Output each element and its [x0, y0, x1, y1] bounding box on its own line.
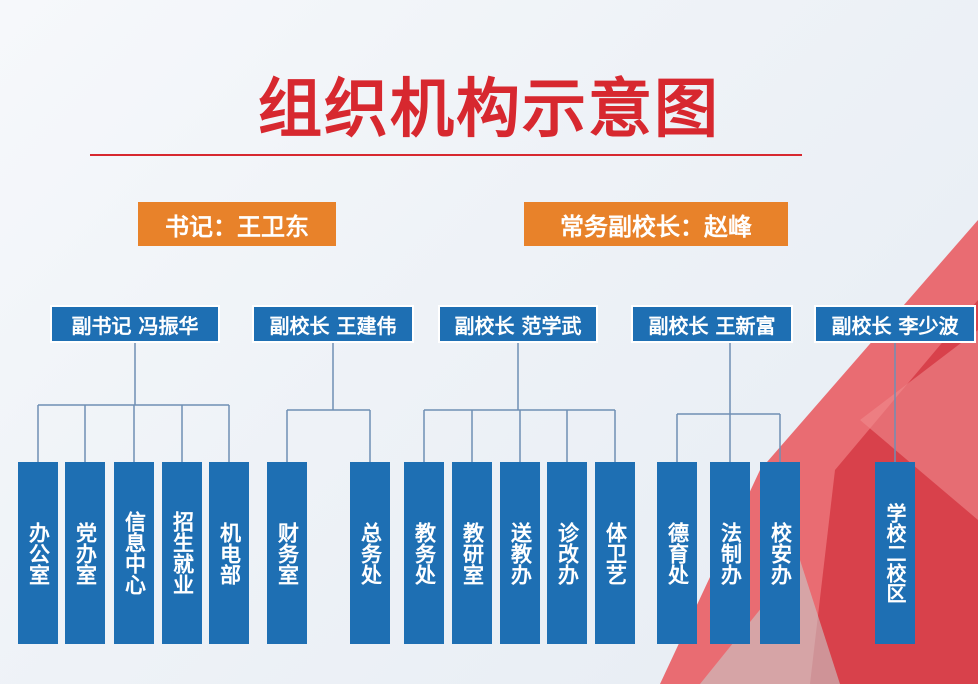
- group-head-0: 副书记 冯振华: [50, 305, 220, 343]
- dept-box: 诊改办: [547, 462, 587, 644]
- page-title: 组织机构示意图: [258, 73, 720, 147]
- dept-box: 财务室: [267, 462, 307, 644]
- dept-box: 信息中心: [114, 462, 154, 644]
- dept-box: 教研室: [452, 462, 492, 644]
- dept-box: 德育处: [657, 462, 697, 644]
- dept-box: 法制办: [710, 462, 750, 644]
- dept-box: 校安办: [760, 462, 800, 644]
- executive-vp-box: 常务副校长：赵峰: [524, 202, 788, 246]
- group-head-3: 副校长 王新富: [631, 305, 793, 343]
- group-head-4: 副校长 李少波: [814, 305, 976, 343]
- title-underline: [90, 154, 802, 156]
- dept-box: 招生就业: [162, 462, 202, 644]
- group-head-2: 副校长 范学武: [438, 305, 598, 343]
- dept-box: 体卫艺: [595, 462, 635, 644]
- dept-box: 机电部: [209, 462, 249, 644]
- dept-box: 学校二校区: [875, 462, 915, 644]
- dept-box: 教务处: [404, 462, 444, 644]
- secretary-box: 书记：王卫东: [138, 202, 336, 246]
- group-head-1: 副校长 王建伟: [252, 305, 414, 343]
- dept-box: 党办室: [65, 462, 105, 644]
- dept-box: 总务处: [350, 462, 390, 644]
- dept-box: 办公室: [18, 462, 58, 644]
- dept-box: 送教办: [500, 462, 540, 644]
